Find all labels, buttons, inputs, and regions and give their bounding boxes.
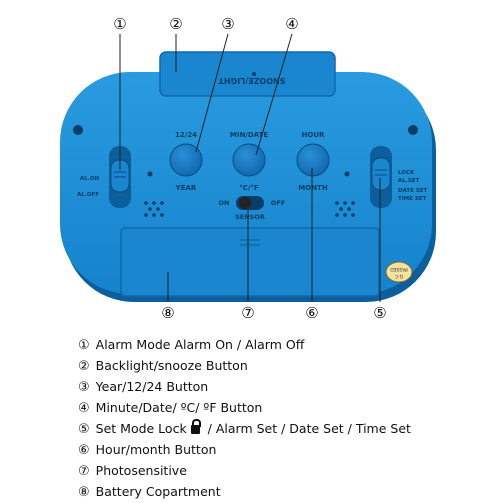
callout-5: ⑤ xyxy=(373,304,386,320)
snooze-dot xyxy=(252,72,256,76)
callout-7: ⑦ xyxy=(241,304,254,320)
callout-1: ① xyxy=(113,15,126,33)
sensor-off-label: OFF xyxy=(271,199,285,207)
al-off-label: AL.OFF xyxy=(77,192,99,198)
min-date-button[interactable] xyxy=(232,143,266,177)
callout-3: ③ xyxy=(221,15,234,33)
legend-item: ① Alarm Mode Alarm On / Alarm Off xyxy=(78,334,488,355)
callout-lines xyxy=(119,33,381,302)
sensor-label: SENSOR xyxy=(235,213,265,221)
legend-item: ③ Year/12/24 Button xyxy=(78,376,488,397)
snooze-light-label: SNOOZE/LIGHT xyxy=(218,76,286,85)
speaker-grill-left xyxy=(144,201,164,217)
hour-month-button[interactable] xyxy=(296,143,330,177)
set-switch[interactable] xyxy=(371,157,391,191)
legend-text: Battery Copartment xyxy=(95,484,221,499)
battery-cover-grip xyxy=(240,239,260,246)
lock-icon xyxy=(190,419,201,434)
legend-item: ⑧ Battery Copartment xyxy=(78,481,488,502)
al-on-label: AL.ON xyxy=(80,176,100,182)
btn-12-24-label: 12/24 xyxy=(175,131,197,139)
legend-item: ⑤ Set Mode Lock / Alarm Set / Date Set / … xyxy=(78,418,488,439)
legend-text: Photosensitive xyxy=(95,463,187,478)
legend-item: ② Backlight/snooze Button xyxy=(78,355,488,376)
legend-number: ⑤ xyxy=(78,422,90,437)
qc-sticker xyxy=(385,261,413,283)
btn-month-label: MONTH xyxy=(298,184,328,192)
legend-number: ⑥ xyxy=(78,443,90,458)
legend-item: ⑦ Photosensitive xyxy=(78,460,488,481)
legend-text: Hour/month Button xyxy=(95,442,217,457)
btn-year-label: YEAR xyxy=(175,184,197,192)
btn-c-f-label: °C/°F xyxy=(239,184,259,192)
screw-hole-right xyxy=(408,125,418,135)
callout-8: ⑧ xyxy=(161,304,174,320)
al-set-label: AL.SET xyxy=(398,178,420,184)
legend-number: ① xyxy=(78,338,90,353)
btn-min-date-label: MIN/DATE xyxy=(230,131,268,139)
legend-list: ① Alarm Mode Alarm On / Alarm Off ② Backli… xyxy=(78,334,488,502)
year-12-24-button[interactable] xyxy=(169,143,203,177)
legend-text-suffix: / Alarm Set / Date Set / Time Set xyxy=(203,421,411,436)
clock-diagram: SNOOZE/LIGHT AL.ON AL.OFF LOCK AL.SET DA… xyxy=(60,15,436,320)
photosensor xyxy=(239,197,251,209)
legend-number: ④ xyxy=(78,401,90,416)
callout-2: ② xyxy=(169,15,182,33)
callout-6: ⑥ xyxy=(305,304,318,320)
legend-text: Minute/Date/ ºC/ ºF Button xyxy=(95,400,263,415)
qc-label: Q.C xyxy=(395,273,403,279)
snooze-light-bar[interactable] xyxy=(159,51,336,97)
date-set-label: DATE SET xyxy=(398,188,428,194)
legend-number: ③ xyxy=(78,380,90,395)
speaker-grill-right xyxy=(335,201,355,217)
callout-4: ④ xyxy=(285,15,298,33)
legend-text: Alarm Mode Alarm On / Alarm Off xyxy=(95,337,305,352)
legend-number: ② xyxy=(78,359,90,374)
indicator-dot-right xyxy=(344,171,350,177)
legend-item: ④ Minute/Date/ ºC/ ºF Button xyxy=(78,397,488,418)
time-set-label: TIME SET xyxy=(398,196,427,202)
legend-number: ⑧ xyxy=(78,485,90,500)
lock-label: LOCK xyxy=(398,170,415,176)
qc-passed-label: PASSED xyxy=(390,266,408,272)
indicator-dot-left xyxy=(147,171,153,177)
legend-item: ⑥ Hour/month Button xyxy=(78,439,488,460)
btn-hour-label: HOUR xyxy=(302,131,325,139)
legend-text: Year/12/24 Button xyxy=(95,379,209,394)
sensor-on-label: ON xyxy=(219,199,230,207)
battery-compartment[interactable] xyxy=(120,227,380,297)
legend-number: ⑦ xyxy=(78,464,90,479)
screw-hole-left xyxy=(73,125,83,135)
legend-text: Set Mode Lock xyxy=(95,421,187,436)
legend-text: Backlight/snooze Button xyxy=(95,358,248,373)
